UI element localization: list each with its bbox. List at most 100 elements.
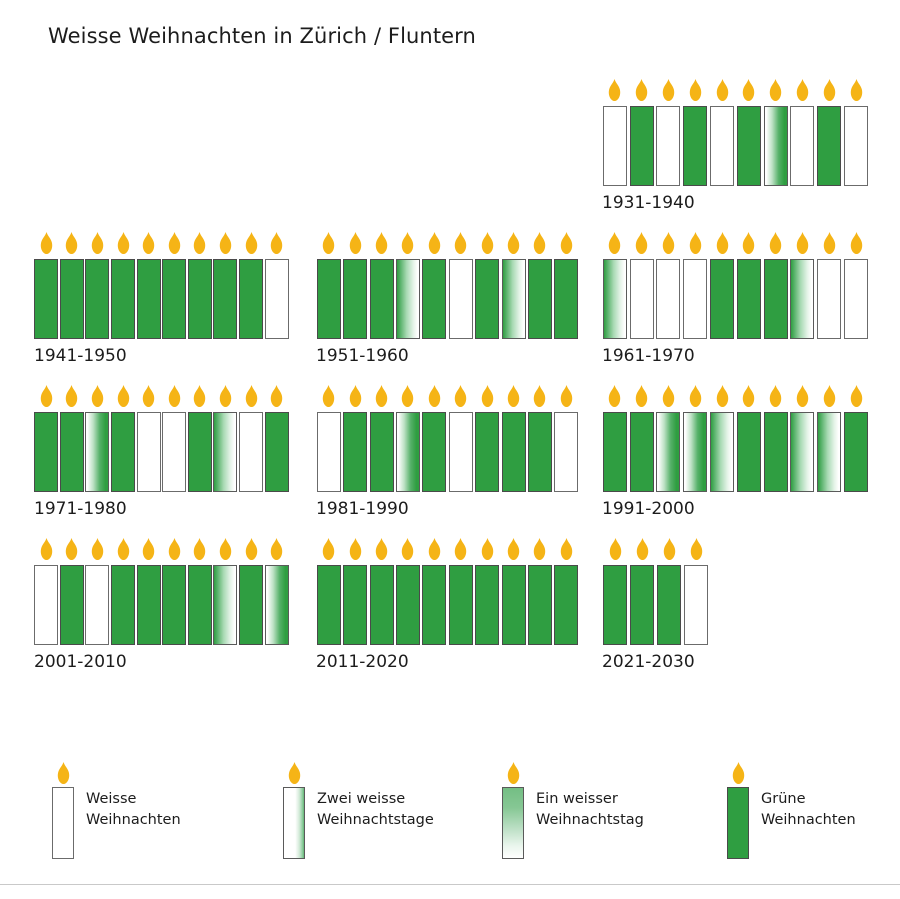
candle-body	[657, 565, 681, 645]
flame-icon	[168, 538, 181, 564]
candle-body	[369, 259, 394, 339]
legend-label-line1: Weisse	[86, 791, 137, 807]
candle-body	[554, 259, 579, 339]
candle-green	[213, 232, 238, 339]
candle-green	[264, 385, 289, 492]
candle-body	[395, 565, 420, 645]
flame-icon	[609, 538, 622, 564]
decade-label: 2021-2030	[602, 652, 695, 672]
flame-icon	[742, 385, 755, 411]
flame-icon	[270, 385, 283, 411]
candle-green	[448, 538, 473, 645]
candle-body	[34, 565, 59, 645]
legend-label-line1: Zwei weisse	[317, 791, 406, 807]
candle-green	[629, 538, 655, 645]
candle-body	[136, 259, 161, 339]
candle-body	[422, 259, 447, 339]
decade-2021-2030: 2021-2030	[580, 527, 870, 680]
candle-body	[422, 565, 447, 645]
flame-icon	[219, 385, 232, 411]
candle-body	[316, 412, 341, 492]
flame-icon	[850, 79, 863, 105]
candle-body	[603, 565, 627, 645]
flame-icon	[428, 538, 441, 564]
decade-1971-1980: 1971-1980	[0, 374, 290, 527]
flame-icon	[245, 538, 258, 564]
candle-body	[710, 259, 735, 339]
candle-green	[763, 232, 789, 339]
flame-icon	[117, 385, 130, 411]
legend-candle-body	[52, 787, 74, 859]
candle-body	[656, 412, 681, 492]
candle-body	[790, 106, 815, 186]
flame-icon	[769, 232, 782, 258]
candle-white	[602, 79, 628, 186]
candle-body	[736, 106, 761, 186]
flame-icon	[142, 232, 155, 258]
legend-label-line2: Weihnachten	[86, 812, 181, 828]
legend-label-line2: Weihnachtstag	[536, 812, 644, 828]
flame-icon	[65, 385, 78, 411]
decade-1951-1960: 1951-1960	[290, 221, 580, 374]
flame-icon	[219, 538, 232, 564]
candle-body	[684, 565, 708, 645]
flame-icon	[91, 385, 104, 411]
candle-green	[342, 232, 368, 339]
candle-body	[817, 259, 842, 339]
candle-green	[527, 538, 552, 645]
candle-body	[239, 412, 264, 492]
candle-green	[162, 232, 187, 339]
flame-icon	[168, 232, 181, 258]
candle-body	[527, 259, 552, 339]
candle-green	[34, 385, 59, 492]
legend-candle-body	[283, 787, 305, 859]
candle-white	[629, 232, 655, 339]
flame-icon	[796, 385, 809, 411]
flame-icon	[91, 232, 104, 258]
flame-icon	[850, 232, 863, 258]
candle-green	[187, 232, 213, 339]
flame-icon	[245, 385, 258, 411]
candle-strip	[34, 374, 290, 492]
decade-row: 1931-1940	[0, 68, 900, 221]
candle-two-white	[790, 232, 816, 339]
candle-white	[136, 385, 161, 492]
candle-green	[501, 538, 526, 645]
legend-candle	[727, 762, 749, 859]
candle-white	[448, 232, 473, 339]
candle-white	[239, 385, 264, 492]
flame-icon	[732, 762, 745, 786]
flame-icon	[635, 79, 648, 105]
candle-body	[85, 259, 110, 339]
flame-icon	[716, 232, 729, 258]
decade-label: 1951-1960	[316, 346, 409, 366]
candle-body	[501, 565, 526, 645]
flame-icon	[742, 79, 755, 105]
candle-green	[474, 538, 500, 645]
candle-green	[629, 79, 655, 186]
candle-one-white	[656, 385, 682, 492]
flame-icon	[193, 232, 206, 258]
flame-icon	[716, 385, 729, 411]
candle-white	[843, 232, 869, 339]
candle-green	[111, 385, 136, 492]
candle-body	[111, 259, 136, 339]
candle-green	[136, 538, 161, 645]
candle-green	[422, 232, 447, 339]
flame-icon	[507, 232, 520, 258]
candle-body	[554, 412, 579, 492]
candle-green	[422, 538, 447, 645]
candle-body	[213, 412, 238, 492]
candle-two-white	[501, 232, 526, 339]
candle-strip	[34, 221, 290, 339]
flame-icon	[796, 232, 809, 258]
candle-green	[474, 385, 500, 492]
decade-2001-2010: 2001-2010	[0, 527, 290, 680]
